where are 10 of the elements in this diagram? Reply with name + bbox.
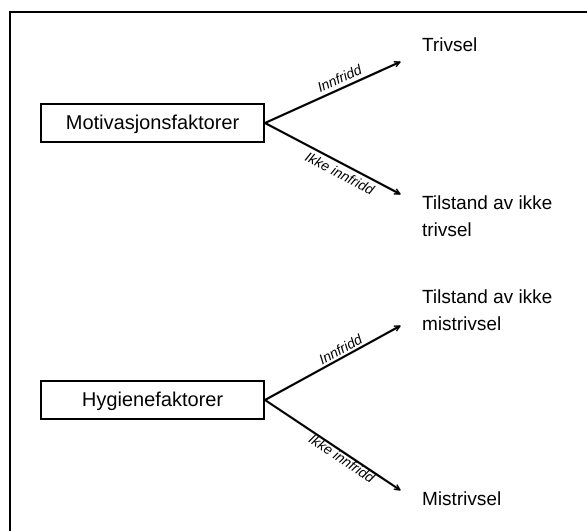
arrow bbox=[264, 122, 401, 195]
arrow bbox=[264, 61, 401, 124]
outcome-text: Tilstand av ikke trivsel bbox=[400, 190, 585, 260]
factor-box: Motivasjonsfaktorer bbox=[40, 103, 265, 143]
arrow bbox=[264, 325, 401, 401]
outcome-text: Tilstand av ikke mistrivsel bbox=[400, 284, 585, 344]
outcome-text: Mistrivsel bbox=[400, 486, 580, 526]
factor-box: Hygienefaktorer bbox=[40, 380, 265, 420]
outcome-text: Trivsel bbox=[400, 32, 580, 64]
arrow bbox=[264, 399, 401, 491]
